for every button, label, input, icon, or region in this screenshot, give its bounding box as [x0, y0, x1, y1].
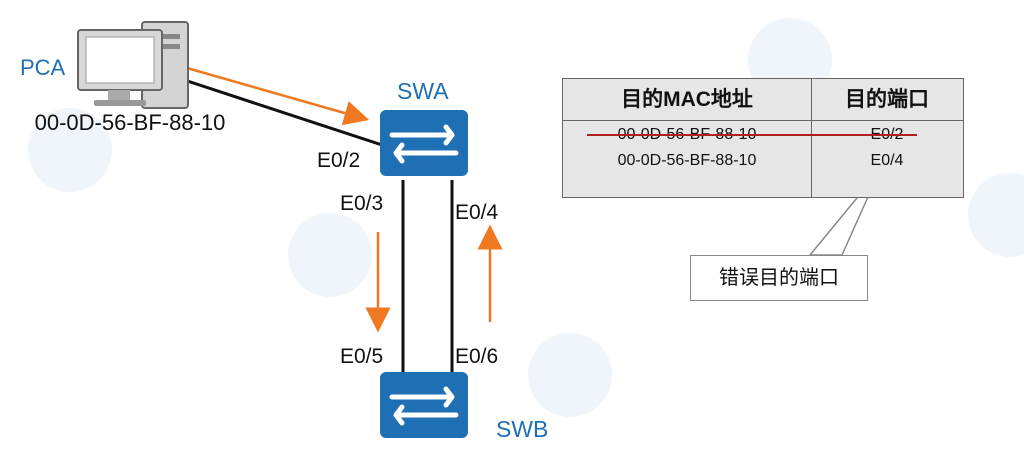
mac-address-table: 目的MAC地址 目的端口 00-0D-56-BF-88-10 E0/2 00-0…: [562, 78, 964, 198]
table-row-2-mac: 00-0D-56-BF-88-10: [617, 152, 757, 169]
table-row-2-port: E0/4: [870, 152, 904, 169]
swb-label: SWB: [496, 416, 549, 442]
table-column-divider: [811, 79, 812, 197]
swa-label: SWA: [397, 78, 449, 104]
table-header-mac: 目的MAC地址: [621, 88, 753, 111]
swb-switch-icon: [380, 372, 468, 438]
table-header-row: [563, 79, 963, 121]
pca-label: PCA: [20, 55, 66, 80]
port-label-e05: E0/5: [340, 345, 384, 368]
pc-icon: [77, 21, 189, 109]
table-header-port: 目的端口: [845, 88, 929, 111]
wrong-port-callout: 错误目的端口: [690, 255, 868, 301]
port-label-e02: E0/2: [317, 149, 361, 172]
row-1-strikethrough: [587, 134, 917, 136]
link-pca-swa: [159, 70, 383, 147]
port-label-e03: E0/3: [340, 192, 384, 215]
pca-mac-address: 00-0D-56-BF-88-10: [34, 110, 226, 135]
arrow-pca-to-swa: [186, 66, 370, 126]
swa-switch-icon: [380, 110, 468, 176]
port-label-e04: E0/4: [455, 201, 499, 224]
port-label-e06: E0/6: [455, 345, 499, 368]
